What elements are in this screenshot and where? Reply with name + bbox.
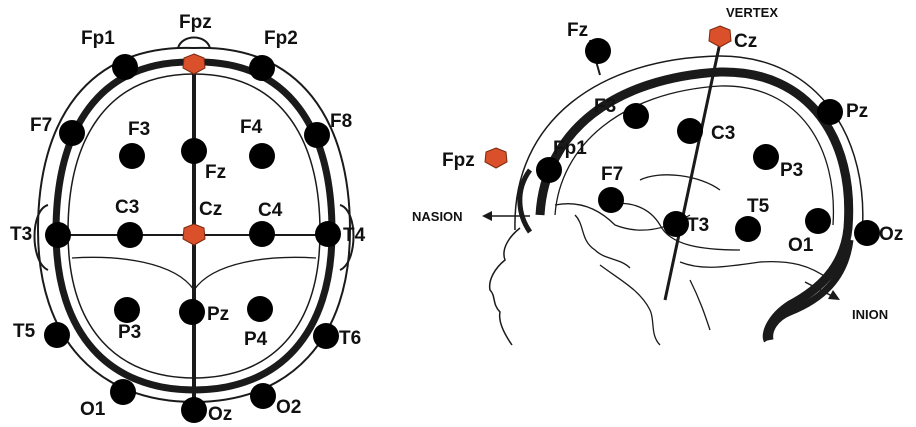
label-F3: F3 [128, 119, 150, 140]
label-nasion: NASION [412, 209, 463, 224]
label-F8: F8 [330, 111, 352, 132]
label-Pz: Pz [207, 304, 229, 325]
electrode-T6 [313, 323, 339, 349]
electrode-C3 [117, 222, 143, 248]
electrode-F7 [59, 120, 85, 146]
electrode-side-P3 [753, 144, 779, 170]
label-Fz: Fz [205, 162, 226, 183]
label-T3: T3 [10, 224, 32, 245]
label-side-Oz: Oz [879, 224, 903, 245]
label-side-F7: F7 [601, 164, 623, 185]
electrode-P4 [247, 296, 273, 322]
electrode-side-Pz [817, 99, 843, 125]
label-T6: T6 [339, 328, 361, 349]
electrode-side-T3 [663, 211, 689, 237]
electrode-side-F7 [598, 187, 624, 213]
label-side-C3: C3 [711, 123, 735, 144]
electrode-side-Oz [854, 220, 880, 246]
electrode-Fz [181, 138, 207, 164]
fissure-left [72, 257, 194, 290]
label-O1: O1 [80, 399, 106, 420]
electrode-side-F3 [623, 103, 649, 129]
label-T4: T4 [343, 225, 366, 246]
label-Oz: Oz [208, 404, 232, 425]
electrode-side-C3 [677, 118, 703, 144]
label-vertex: VERTEX [726, 5, 778, 20]
label-side-T5: T5 [747, 196, 770, 217]
electrode-side-O1 [805, 208, 831, 234]
nose-outline [178, 38, 210, 49]
label-side-P3: P3 [780, 160, 803, 181]
label-T5: T5 [13, 321, 36, 342]
fissure-right [194, 257, 316, 290]
inner-curves-4 [640, 175, 720, 190]
label-side-Cz: Cz [734, 31, 757, 52]
electrode-C4 [249, 221, 275, 247]
electrode-side-Fpz [485, 148, 507, 168]
electrode-side-Cz [709, 26, 731, 47]
electrode-F4 [249, 143, 275, 169]
label-Fp2: Fp2 [264, 28, 298, 49]
electrode-Cz [183, 224, 205, 245]
electrode-side-T5 [735, 216, 761, 242]
electrode-Fp2 [249, 55, 275, 81]
label-side-O1: O1 [788, 235, 814, 256]
electrode-O1 [110, 379, 136, 405]
label-side-Fpz: Fpz [442, 150, 475, 171]
face-profile [490, 228, 520, 345]
label-side-T3: T3 [687, 215, 709, 236]
electrode-F8 [304, 122, 330, 148]
label-P3: P3 [118, 322, 141, 343]
electrode-F3 [119, 143, 145, 169]
label-side-Fz: Fz [567, 20, 588, 41]
label-C3: C3 [115, 197, 139, 218]
electrode-T3 [45, 222, 71, 248]
electrode-T4 [315, 221, 341, 247]
electrode-Fpz [183, 54, 205, 74]
label-inion: INION [852, 307, 888, 322]
electrode-Pz [179, 299, 205, 325]
side-view: VERTEX Cz Fz Pz F3 C3 P3 Fpz Fp1 F7 T3 T… [412, 5, 903, 345]
label-side-Pz: Pz [846, 101, 868, 122]
label-P4: P4 [244, 329, 268, 350]
label-Cz: Cz [199, 199, 222, 220]
electrode-Fp1 [112, 54, 138, 80]
nasion-arrow-head [482, 211, 492, 221]
electrode-side-Fp1 [536, 157, 562, 183]
label-C4: C4 [258, 200, 283, 221]
electrode-O2 [250, 383, 276, 409]
label-side-F3: F3 [594, 96, 616, 117]
label-side-Fp1: Fp1 [553, 138, 587, 159]
electrode-Oz [181, 397, 207, 423]
inner-curves-2 [575, 215, 630, 268]
top-view: Fpz Fp1 Fp2 F7 F3 Fz F4 F8 C3 Cz C4 T3 T… [10, 12, 366, 425]
inner-curves-6 [680, 262, 830, 280]
label-O2: O2 [276, 397, 301, 418]
electrode-side-Fz [585, 38, 611, 64]
electrode-P3 [114, 297, 140, 323]
inner-curves-5 [600, 265, 660, 345]
inner-curves-7 [690, 280, 710, 330]
label-F4: F4 [240, 117, 263, 138]
label-F7: F7 [30, 115, 52, 136]
label-Fpz: Fpz [179, 12, 212, 33]
label-Fp1: Fp1 [81, 28, 115, 49]
electrode-T5 [44, 322, 70, 348]
